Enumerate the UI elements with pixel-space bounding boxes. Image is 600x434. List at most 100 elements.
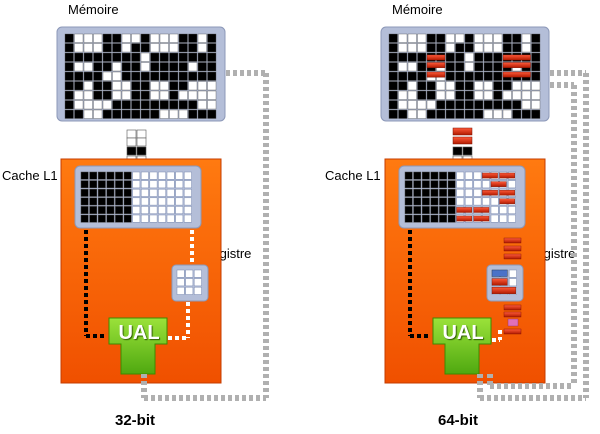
cache-cell <box>421 197 430 206</box>
cache-cell <box>106 206 115 214</box>
memory-cell <box>188 62 198 72</box>
cache-cell <box>89 197 98 206</box>
memory-cell <box>112 62 122 72</box>
memory-cell <box>169 100 179 110</box>
cache-cell <box>447 188 456 197</box>
cache-cell <box>140 214 149 223</box>
memory-cell <box>64 71 74 81</box>
memory-cell-64bit <box>502 62 531 68</box>
memory-cell <box>455 62 465 72</box>
memory-cell <box>83 33 93 43</box>
cache-cell <box>447 214 456 223</box>
memory-cell-64bit <box>426 62 446 68</box>
memory-cell <box>131 81 141 91</box>
memory-cell <box>74 33 84 43</box>
cache-cell <box>166 171 175 180</box>
memory-cell <box>502 33 512 43</box>
cache-cell <box>166 214 175 223</box>
memory-cell <box>483 33 493 43</box>
memory-cell <box>455 71 465 81</box>
memory-cell <box>426 33 436 43</box>
memory-cell <box>483 71 493 81</box>
memory-cell <box>493 33 503 43</box>
cache-cell <box>106 214 115 223</box>
memory-cell <box>398 52 408 62</box>
cache-cell <box>183 171 192 180</box>
memory-cell <box>131 62 141 72</box>
memory-cell <box>455 90 465 100</box>
memory-cell <box>207 90 217 100</box>
cache-cell <box>456 197 465 206</box>
memory-cell <box>531 52 541 62</box>
memory-cell <box>64 43 74 53</box>
memory-cell <box>112 81 122 91</box>
cache-cell-64bit <box>473 215 490 222</box>
cache-cell <box>490 214 499 223</box>
memory-cell <box>426 52 436 62</box>
memory-cell <box>407 109 417 119</box>
memory-cell <box>483 81 493 91</box>
memory-cell <box>502 52 512 62</box>
memory-cell <box>112 71 122 81</box>
register-frame <box>486 264 524 302</box>
memory-cell <box>188 33 198 43</box>
cache-frame <box>74 165 202 229</box>
memory-cell <box>417 62 427 72</box>
memory-cell <box>178 81 188 91</box>
memory-cell <box>531 100 541 110</box>
memory-cell <box>436 100 446 110</box>
memory-cell <box>169 52 179 62</box>
cache-cell <box>404 214 413 223</box>
memory-cell <box>131 100 141 110</box>
cache-cell <box>482 214 490 223</box>
cache-cell <box>499 188 508 197</box>
cache-cell <box>482 188 490 197</box>
memory-cell <box>121 52 131 62</box>
cache-cell <box>507 180 516 189</box>
cache-l1 <box>74 165 202 229</box>
memory-cell <box>140 109 150 119</box>
cache-cell <box>166 206 175 214</box>
cache-cell <box>482 206 490 214</box>
memory-cell <box>140 71 150 81</box>
cache-cell <box>97 206 106 214</box>
memory-cell <box>207 81 217 91</box>
memory-cell <box>426 62 436 72</box>
cache-cell <box>421 206 430 214</box>
cache-cell <box>473 197 482 206</box>
memory-cell <box>474 62 484 72</box>
memory-cell <box>417 81 427 91</box>
register-cell-64bit <box>491 269 508 277</box>
cache-cell <box>507 197 516 206</box>
cache-cell <box>158 206 166 214</box>
memory-cell <box>474 90 484 100</box>
memory-cell <box>388 43 398 53</box>
cpu-body <box>384 158 546 384</box>
cache-cell <box>464 197 473 206</box>
memory-cell <box>74 81 84 91</box>
memory-cell <box>150 109 160 119</box>
register-cell <box>185 269 194 278</box>
memory-cell <box>74 62 84 72</box>
memory-cell <box>417 109 427 119</box>
cache-cell <box>404 197 413 206</box>
cache-cell <box>80 188 89 197</box>
memory-cell <box>197 81 207 91</box>
cache-cell <box>175 188 184 197</box>
cache-cell <box>421 180 430 189</box>
memory-cell <box>455 109 465 119</box>
memory-cell <box>455 100 465 110</box>
memory-cell <box>197 33 207 43</box>
memory-cell <box>512 62 522 72</box>
cache-cell <box>132 206 141 214</box>
memory-cell <box>512 90 522 100</box>
cache-cell <box>456 214 465 223</box>
cache-cell <box>413 214 422 223</box>
cache-cell <box>473 206 482 214</box>
cache-cell <box>97 197 106 206</box>
memory-cell <box>93 109 103 119</box>
cache-cell-64bit <box>482 172 498 179</box>
memory-cell <box>464 90 474 100</box>
memory-cell <box>388 33 398 43</box>
memory-cell <box>445 90 455 100</box>
